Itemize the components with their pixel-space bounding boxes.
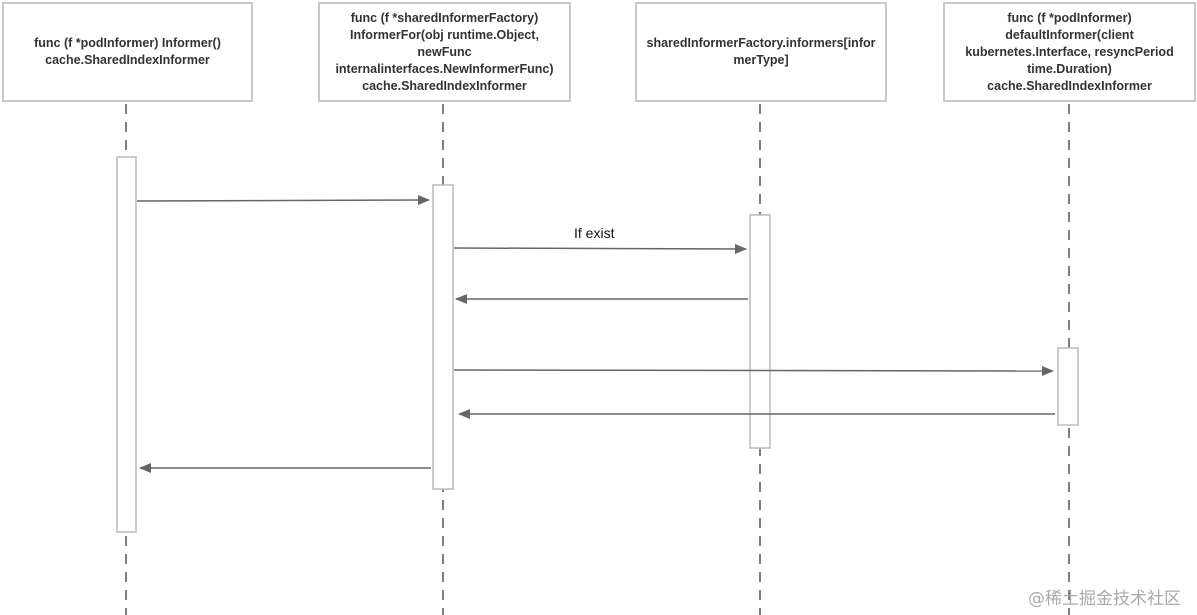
activation-3 bbox=[1057, 347, 1079, 426]
participant-label: func (f *podInformer) defaultInformer(cl… bbox=[965, 10, 1174, 93]
watermark: @稀土掘金技术社区 bbox=[1028, 589, 1181, 609]
message-label: If exist bbox=[574, 225, 615, 241]
message-arrow-3 bbox=[453, 365, 1054, 376]
participant-0: func (f *podInformer) Informer() cache.S… bbox=[2, 2, 253, 102]
participant-label: func (f *podInformer) Informer() cache.S… bbox=[34, 36, 221, 67]
participant-label: sharedInformerFactory.informers[informer… bbox=[646, 36, 876, 67]
participant-2: sharedInformerFactory.informers[informer… bbox=[635, 2, 887, 102]
participant-label: func (f *sharedInformerFactory) Informer… bbox=[335, 10, 554, 93]
participant-1: func (f *sharedInformerFactory) Informer… bbox=[318, 2, 571, 102]
activation-2 bbox=[749, 214, 771, 449]
message-arrow-1 bbox=[453, 243, 747, 254]
message-arrow-0 bbox=[136, 195, 430, 206]
activation-0 bbox=[116, 156, 137, 533]
participant-3: func (f *podInformer) defaultInformer(cl… bbox=[943, 2, 1196, 102]
activation-1 bbox=[432, 184, 454, 490]
